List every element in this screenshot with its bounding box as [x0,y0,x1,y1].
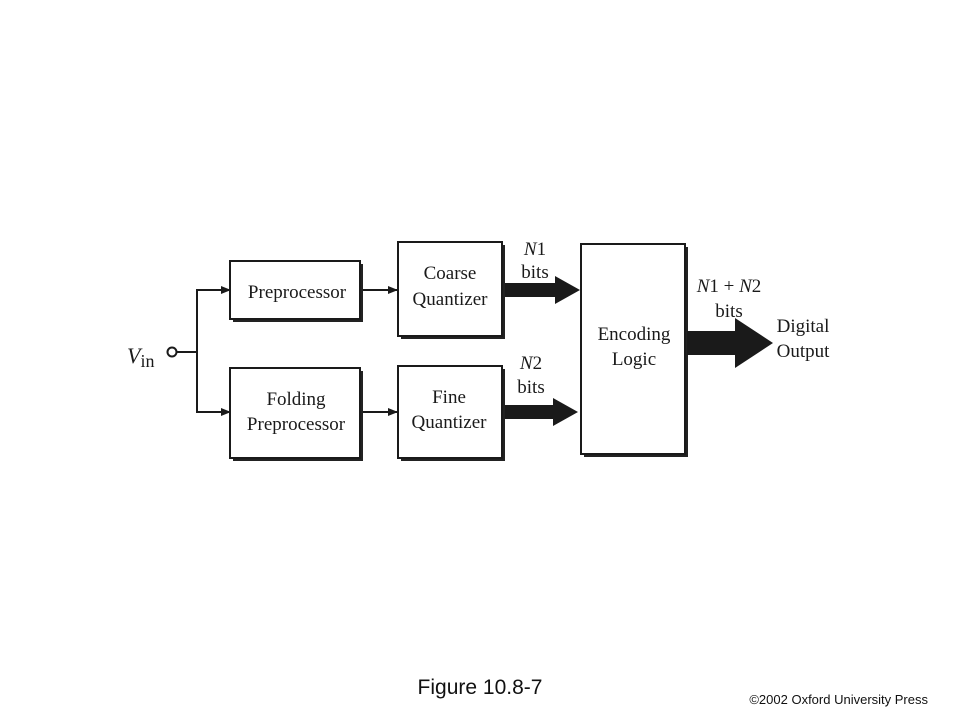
figure-caption: Figure 10.8-7 [417,676,543,699]
total-bits-num1: 1 [709,276,719,297]
fine-bits-num: 2 [533,353,543,374]
total-bits-unit: bits [715,301,742,322]
coarse-quantizer-block: Coarse Quantizer [397,241,505,339]
input-section: Vin [127,286,231,416]
preprocessor-label: Preprocessor [248,282,347,303]
encoding-logic-label-line2: Logic [612,349,656,370]
encoding-logic-box [580,243,686,455]
fine-bits-count: N2 [519,353,542,374]
digital-output-label-line2: Output [777,341,831,362]
preprocessor-block: Preprocessor [229,260,363,322]
copyright-notice: ©2002 Oxford University Press [749,692,928,707]
preprocessor-box [229,260,361,320]
coarse-bits-var: N [523,239,538,260]
coarse-quantizer-label-line2: Quantizer [413,289,489,310]
encoding-logic-block: Encoding Logic [580,243,688,457]
folding-preprocessor-label-line2: Preprocessor [247,414,346,435]
total-bits-count: N1 + N2 [696,276,762,297]
coarse-bits-num: 1 [537,239,547,260]
folding-preprocessor-box [229,367,361,459]
fine-bus-arrow [505,398,578,426]
fine-quantizer-block: Fine Quantizer [397,365,505,461]
input-terminal [166,346,178,358]
folding-preprocessor-label-line1: Folding [266,389,326,410]
fine-quantizer-label-line1: Fine [432,387,466,408]
digital-output-label-line1: Digital [777,316,830,337]
vin-label: Vin [127,343,154,371]
output-bus-arrow [687,318,773,368]
coarse-bits-count: N1 [523,239,546,260]
total-bits-var2: N [738,276,753,297]
fine-quantizer-label-line2: Quantizer [412,412,488,433]
coarse-quantizer-label-line1: Coarse [424,263,477,284]
vin-symbol: V [127,343,143,368]
total-bits-op: + [719,276,739,297]
total-bits-num2: 2 [752,276,762,297]
coarse-quantizer-box [397,241,503,337]
vin-subscript: in [140,351,154,371]
folding-preprocessor-block: Folding Preprocessor [229,367,363,461]
fine-quantizer-box [397,365,503,459]
fine-bits-unit: bits [517,377,544,398]
total-bits-var1: N [696,276,711,297]
encoding-logic-label-line1: Encoding [598,324,671,345]
coarse-bus-arrow [505,276,580,304]
fine-bits-var: N [519,353,534,374]
coarse-bits-unit: bits [521,262,548,283]
